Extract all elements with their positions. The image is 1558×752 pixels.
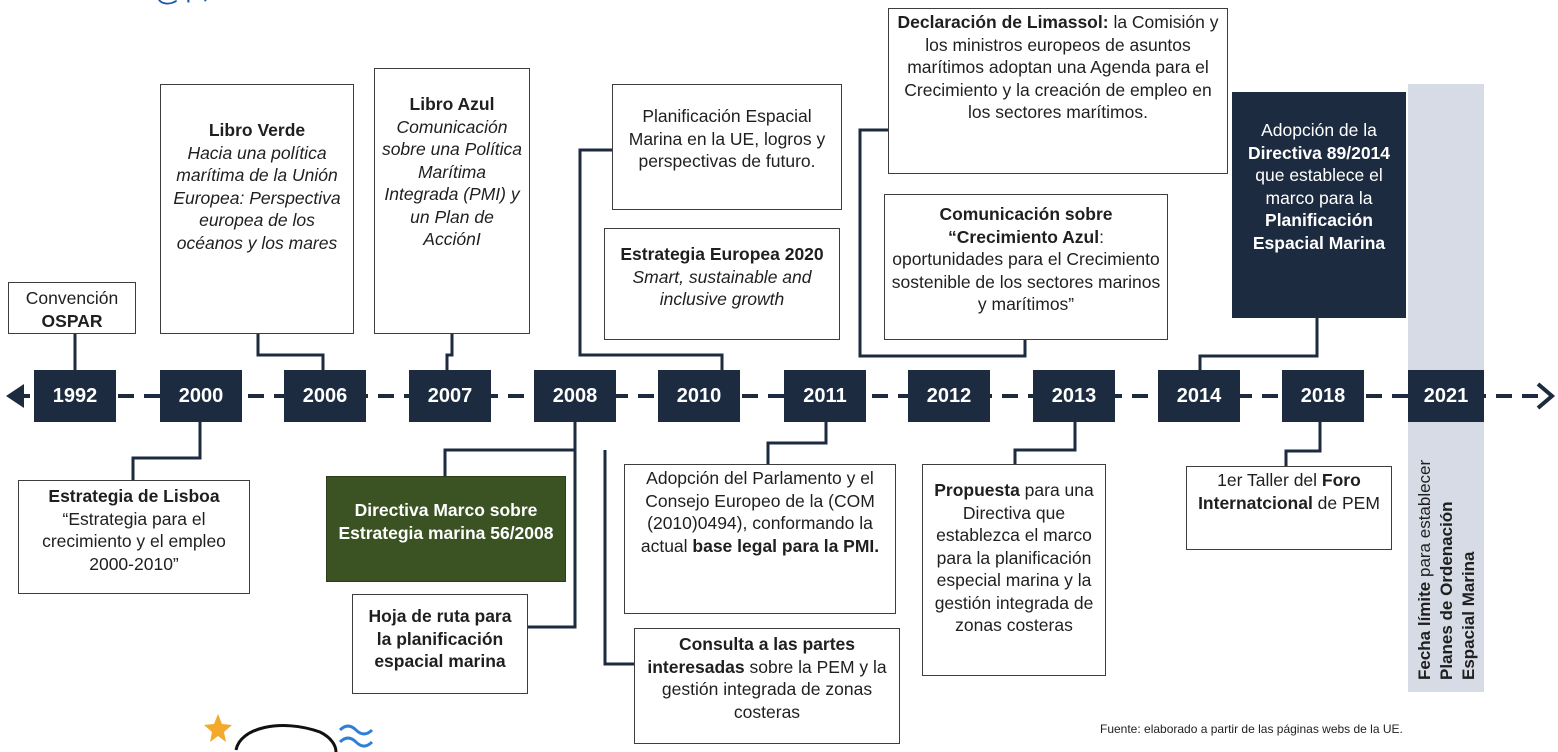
limassol-title: Declaración de Limassol: bbox=[897, 12, 1109, 32]
crecimiento-azul-body: : oportunidades para el Crecimiento sost… bbox=[891, 226, 1161, 315]
box-estrategia-2020: Estrategia Europea 2020 Smart, sustainab… bbox=[604, 228, 840, 340]
estrategia-2020-title: Estrategia Europea 2020 bbox=[620, 244, 824, 264]
libro-verde-body: Hacia una política marítima de la Unión … bbox=[173, 142, 341, 253]
year-2010: 2010 bbox=[658, 370, 740, 422]
box-directiva-89: Adopción de la Directiva 89/2014 que est… bbox=[1232, 92, 1406, 318]
lisboa-body: “Estrategia para el crecimiento y el emp… bbox=[42, 508, 226, 574]
year-1992: 1992 bbox=[34, 370, 116, 422]
consulta-title: Consulta a las partes interesadas bbox=[647, 634, 856, 677]
deadline-p2: para establecer bbox=[1415, 459, 1434, 582]
box-crecimiento-azul: Comunicación sobre “Crecimiento Azul: op… bbox=[884, 194, 1168, 340]
year-2021: 2021 bbox=[1408, 370, 1484, 422]
propuesta-title: Propuesta bbox=[934, 480, 1020, 500]
directiva-89-p3: que establece el marco para la bbox=[1255, 165, 1383, 208]
directiva-89-p2: Directiva 89/2014 bbox=[1247, 142, 1391, 163]
box-adopcion: Adopción del Parlamento y el Consejo Eur… bbox=[624, 464, 896, 614]
box-libro-azul: Libro Azul Comunicación sobre una Políti… bbox=[374, 68, 530, 334]
deadline-p1: Fecha límite bbox=[1415, 581, 1434, 680]
source-note: Fuente: elaborado a partir de las página… bbox=[1100, 722, 1403, 736]
directiva-marco-title: Directiva Marco sobre Estrategia marina … bbox=[338, 500, 554, 543]
propuesta-body: para una Directiva que establezca el mar… bbox=[934, 480, 1094, 635]
directiva-89-p1: Adopción de la bbox=[1261, 120, 1377, 140]
ospar-line1: Convención bbox=[25, 288, 119, 308]
box-limassol: Declaración de Limassol: la Comisión y l… bbox=[888, 8, 1228, 174]
crecimiento-azul-title: Comunicación sobre “Crecimiento Azul bbox=[939, 204, 1113, 247]
hoja-de-ruta-title: Hoja de ruta para la planificación espac… bbox=[368, 606, 512, 671]
box-consulta: Consulta a las partes interesadas sobre … bbox=[634, 628, 900, 744]
box-lisboa: Estrategia de Lisboa “Estrategia para el… bbox=[18, 480, 250, 594]
libro-verde-title: Libro Verde bbox=[208, 120, 306, 140]
year-2018: 2018 bbox=[1282, 370, 1364, 422]
ospar-line2: OSPAR bbox=[41, 310, 103, 331]
box-propuesta: Propuesta para una Directiva que estable… bbox=[922, 464, 1106, 676]
deadline-p4: Espacial Marina bbox=[1459, 551, 1478, 680]
box-directiva-marco: Directiva Marco sobre Estrategia marina … bbox=[326, 476, 566, 582]
year-2011: 2011 bbox=[784, 370, 866, 422]
box-taller: 1er Taller del Foro Internatcional de PE… bbox=[1186, 466, 1392, 550]
taller-p2: Foro Internatcional bbox=[1198, 470, 1361, 513]
year-2007: 2007 bbox=[409, 370, 491, 422]
year-2012: 2012 bbox=[908, 370, 990, 422]
limassol-body: la Comisión y los ministros europeos de … bbox=[904, 12, 1219, 122]
deadline-text: Fecha límite para establecer Planes de O… bbox=[1414, 80, 1480, 680]
year-2008: 2008 bbox=[534, 370, 616, 422]
arrow-right-head bbox=[1536, 382, 1556, 410]
adopcion-bold: base legal para la PMI. bbox=[692, 535, 880, 556]
directiva-89-p4: Planificación Espacial Marina bbox=[1252, 210, 1386, 253]
libro-azul-body: Comunicación sobre una Política Marítima… bbox=[381, 116, 523, 250]
adopcion-body: Adopción del Parlamento y el Consejo Eur… bbox=[640, 468, 875, 556]
libro-azul-title: Libro Azul bbox=[409, 94, 495, 114]
lisboa-title: Estrategia de Lisboa bbox=[48, 486, 220, 506]
taller-p3: de PEM bbox=[1312, 492, 1380, 513]
deadline-p3: Planes de Ordenación bbox=[1437, 501, 1456, 680]
planificacion-ue-body: Planificación Espacial Marina en la UE, … bbox=[628, 106, 826, 171]
box-libro-verde: Libro Verde Hacia una política marítima … bbox=[160, 84, 354, 334]
box-planificacion-ue: Planificación Espacial Marina en la UE, … bbox=[612, 84, 842, 210]
box-ospar: Convención OSPAR bbox=[8, 282, 136, 334]
wave-icon bbox=[338, 724, 374, 736]
taller-p1: 1er Taller del bbox=[1217, 470, 1322, 490]
year-2013: 2013 bbox=[1033, 370, 1115, 422]
box-hoja-de-ruta: Hoja de ruta para la planificación espac… bbox=[352, 594, 528, 694]
decorative-doodle bbox=[204, 714, 374, 752]
year-2006: 2006 bbox=[284, 370, 366, 422]
year-2014: 2014 bbox=[1158, 370, 1240, 422]
estrategia-2020-body: Smart, sustainable and inclusive growth bbox=[632, 266, 812, 310]
consulta-body: sobre la PEM y la gestión integrada de z… bbox=[661, 656, 887, 722]
swirl-shape bbox=[234, 724, 338, 752]
star-icon bbox=[204, 714, 232, 742]
arrow-left-head bbox=[6, 384, 24, 408]
year-2000: 2000 bbox=[160, 370, 242, 422]
